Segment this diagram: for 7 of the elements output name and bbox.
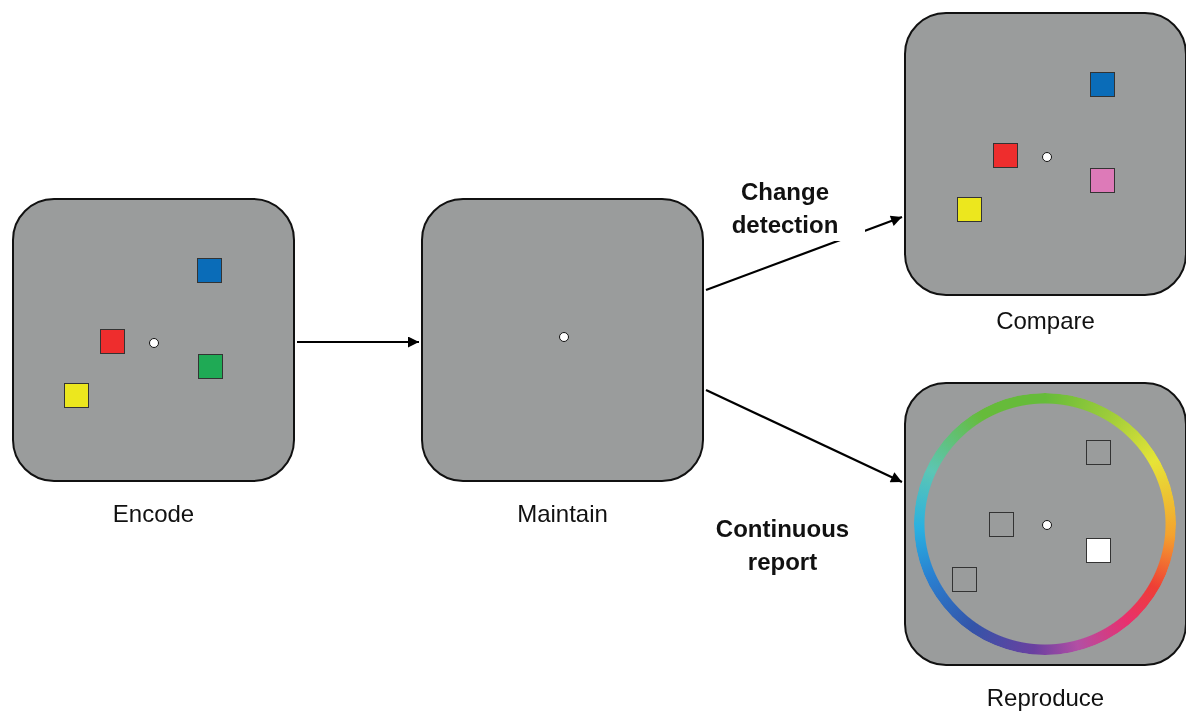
step-label: Reproduce bbox=[985, 684, 1106, 712]
arrow bbox=[297, 336, 419, 348]
step-label: Maintain bbox=[516, 500, 609, 528]
step-label: Encode bbox=[111, 500, 196, 528]
arrow bbox=[705, 389, 903, 483]
step-label: Compare bbox=[995, 307, 1096, 335]
arrow bbox=[705, 215, 903, 292]
